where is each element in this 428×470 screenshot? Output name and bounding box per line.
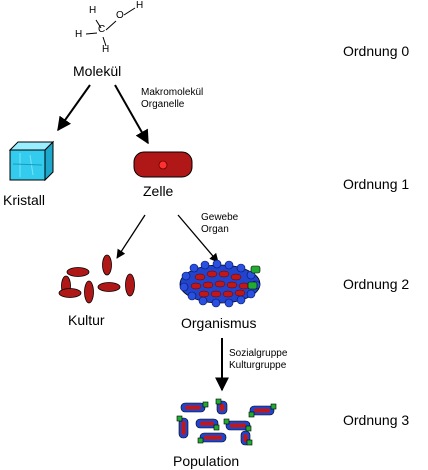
molecule-structure	[85, 7, 136, 47]
edge-label-zelle-organismus: Gewebe Organ	[201, 212, 238, 236]
culture-icon	[58, 254, 135, 304]
edge-label-line: Makromolekül	[141, 87, 204, 98]
cell-icon	[133, 151, 193, 178]
node-label-kristall: Kristall	[3, 192, 46, 208]
organism-icon	[179, 259, 261, 308]
edge-label-organismus-population: Sozialgruppe Kulturgruppe	[229, 348, 287, 372]
node-label-kultur: Kultur	[68, 312, 105, 328]
order-label-1: Ordnung 1	[343, 176, 410, 192]
atom-h-bottom: H	[102, 44, 110, 55]
node-label-zelle: Zelle	[143, 183, 174, 199]
order-label-3: Ordnung 3	[343, 412, 410, 428]
order-label-0: Ordnung 0	[343, 43, 410, 59]
crystal-icon	[8, 140, 55, 182]
order-label-2: Ordnung 2	[343, 276, 410, 292]
edge-label-line: Organelle	[141, 99, 185, 110]
atom-c: C	[98, 24, 106, 35]
arrow-zelle-kultur	[116, 214, 146, 259]
arrow-molekuel-zelle	[114, 84, 149, 145]
atom-o: O	[116, 10, 124, 21]
node-label-molekuel: Molekül	[73, 63, 122, 79]
edge-label-line: Organ	[201, 224, 229, 235]
edge-label-line: Gewebe	[201, 212, 239, 223]
edge-label-molekuel-zelle: Makromolekül Organelle	[141, 87, 203, 111]
node-label-organismus: Organismus	[181, 315, 257, 331]
node-label-population: Population	[173, 453, 240, 469]
edge-label-line: Sozialgruppe	[229, 348, 288, 359]
arrow-zelle-organismus	[177, 214, 219, 263]
atom-h-right: H	[136, 0, 144, 11]
arrow-molekuel-kristall	[57, 84, 91, 132]
atom-h-top: H	[89, 5, 97, 16]
edge-label-line: Kulturgruppe	[229, 360, 287, 371]
population-icon	[176, 398, 277, 446]
atom-h-left: H	[75, 29, 83, 40]
